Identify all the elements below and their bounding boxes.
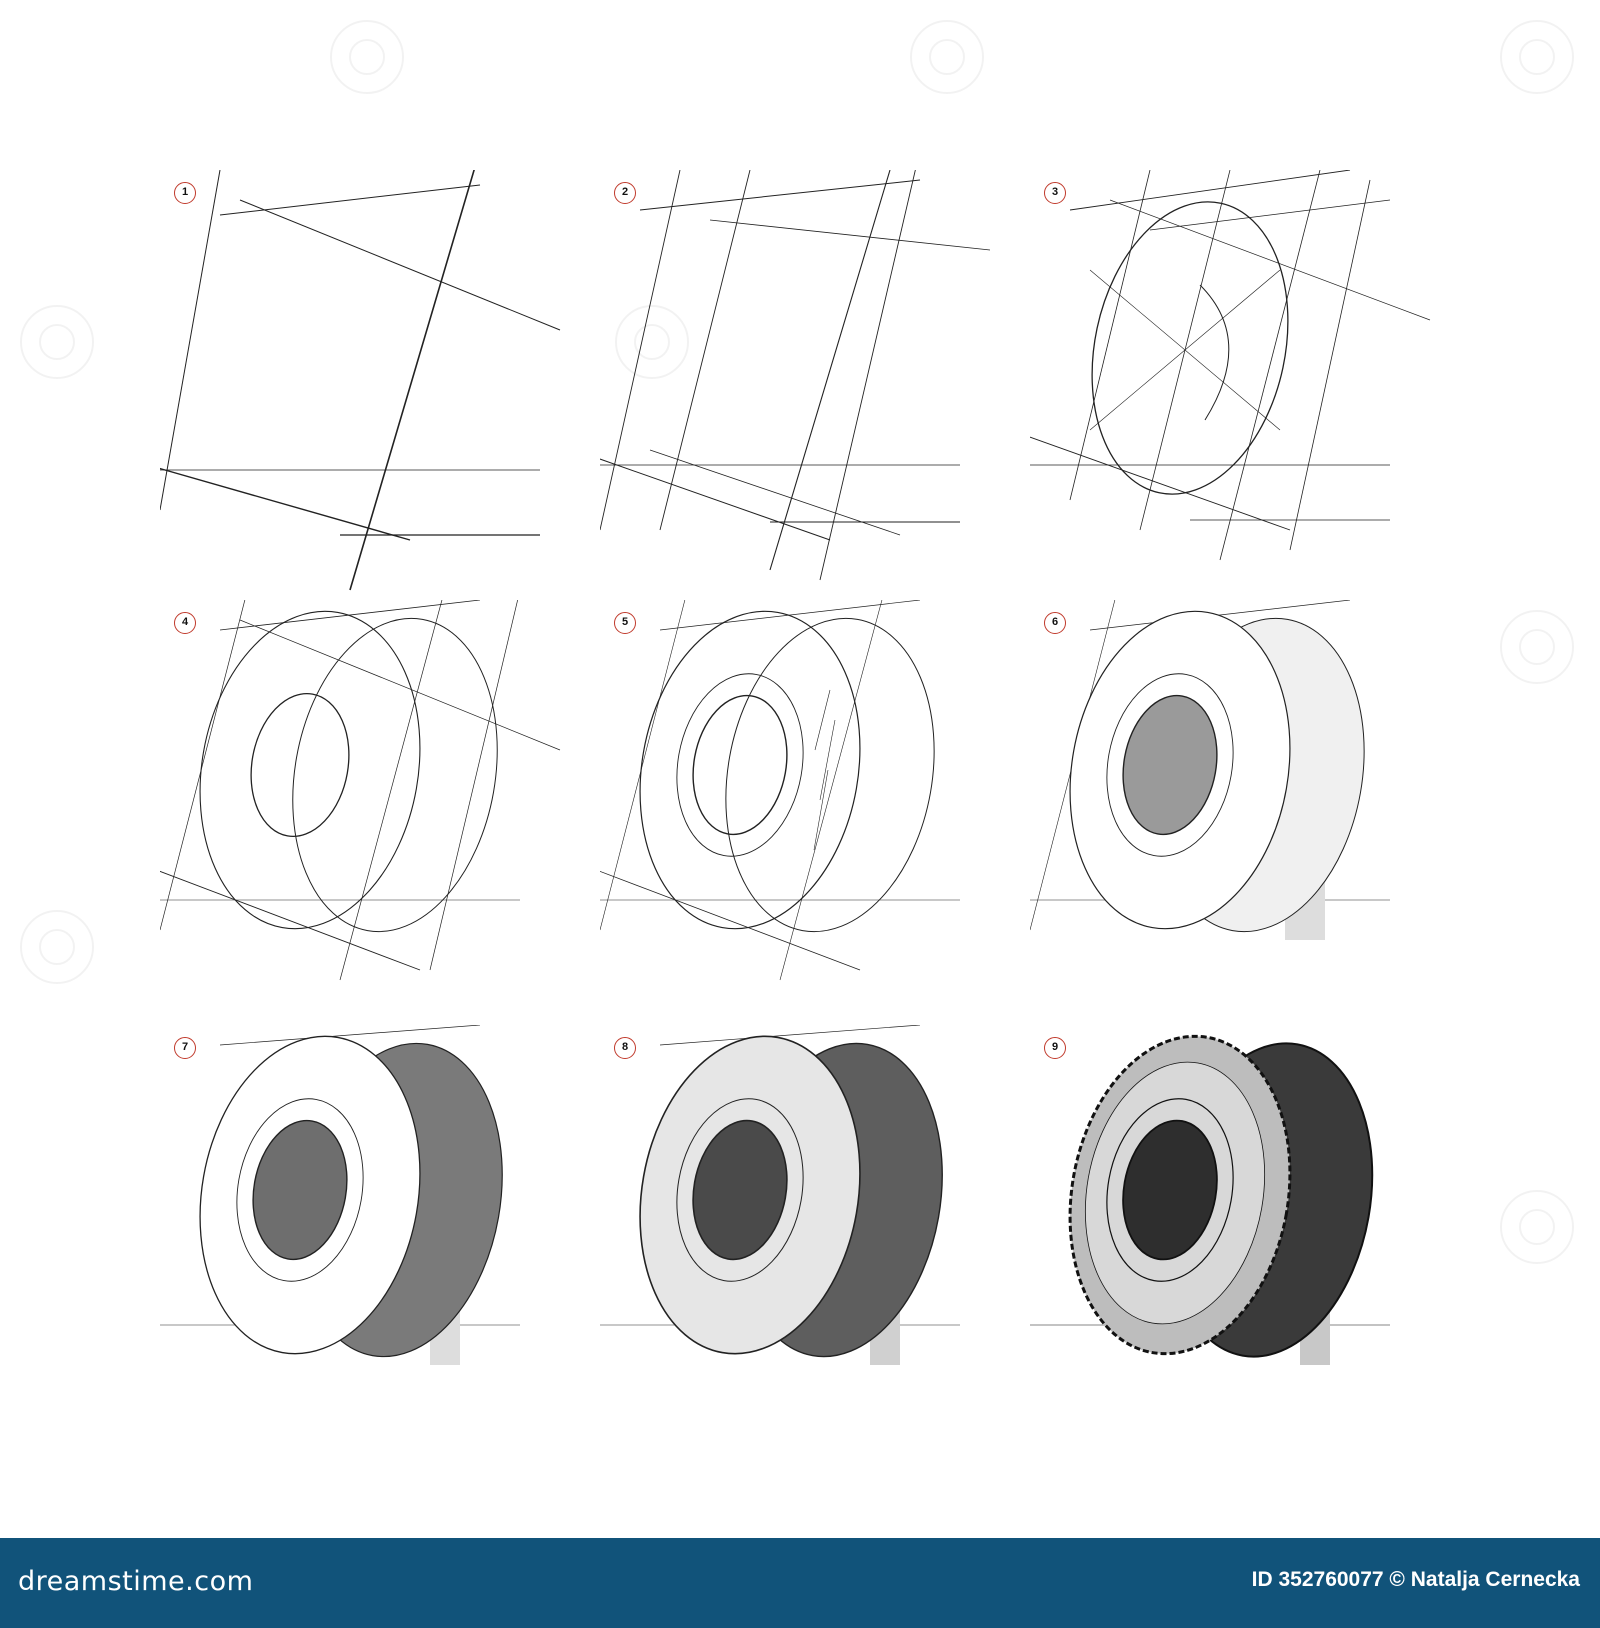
spiral-watermark-icon xyxy=(910,20,984,94)
step-2-sketch xyxy=(600,170,991,581)
step-panel-1: 1 xyxy=(160,170,620,610)
step-panel-3: 3 xyxy=(1030,170,1490,610)
spiral-watermark-icon xyxy=(1500,20,1574,94)
step-number-badge: 2 xyxy=(614,182,636,204)
step-6-sketch xyxy=(1030,600,1390,940)
step-number-badge: 9 xyxy=(1044,1037,1066,1059)
step-9-sketch xyxy=(1030,1034,1390,1365)
spiral-watermark-icon xyxy=(615,305,689,379)
step-panel-9: 9 xyxy=(1030,1025,1490,1465)
step-number-badge: 1 xyxy=(174,182,196,204)
step-panel-8: 8 xyxy=(600,1025,1060,1465)
step-1-sketch xyxy=(160,170,561,591)
step-number-badge: 3 xyxy=(1044,182,1066,204)
step-number-badge: 6 xyxy=(1044,612,1066,634)
step-8-sketch xyxy=(600,1025,960,1365)
spiral-watermark-icon xyxy=(330,20,404,94)
spiral-watermark-icon xyxy=(20,910,94,984)
spiral-watermark-icon xyxy=(1500,1190,1574,1264)
stock-footer-bar: dreamstime.com ID 352760077 © Natalja Ce… xyxy=(0,1538,1600,1628)
step-number-badge: 4 xyxy=(174,612,196,634)
step-panel-5: 5 xyxy=(600,600,1060,1040)
step-panel-6: 6 xyxy=(1030,600,1490,1040)
spiral-watermark-icon xyxy=(1500,610,1574,684)
step-4-sketch xyxy=(160,600,561,981)
step-number-badge: 8 xyxy=(614,1037,636,1059)
dreamstime-logo: dreamstime.com xyxy=(18,1566,254,1597)
step-panel-2: 2 xyxy=(600,170,1060,610)
step-number-badge: 7 xyxy=(174,1037,196,1059)
step-panel-7: 7 xyxy=(160,1025,620,1465)
step-number-badge: 5 xyxy=(614,612,636,634)
step-5-sketch xyxy=(600,600,960,981)
spiral-watermark-icon xyxy=(20,305,94,379)
step-7-sketch xyxy=(160,1025,520,1365)
image-credit: ID 352760077 © Natalja Cernecka xyxy=(1251,1568,1580,1591)
step-panel-4: 4 xyxy=(160,600,620,1040)
step-3-sketch xyxy=(1030,170,1431,561)
